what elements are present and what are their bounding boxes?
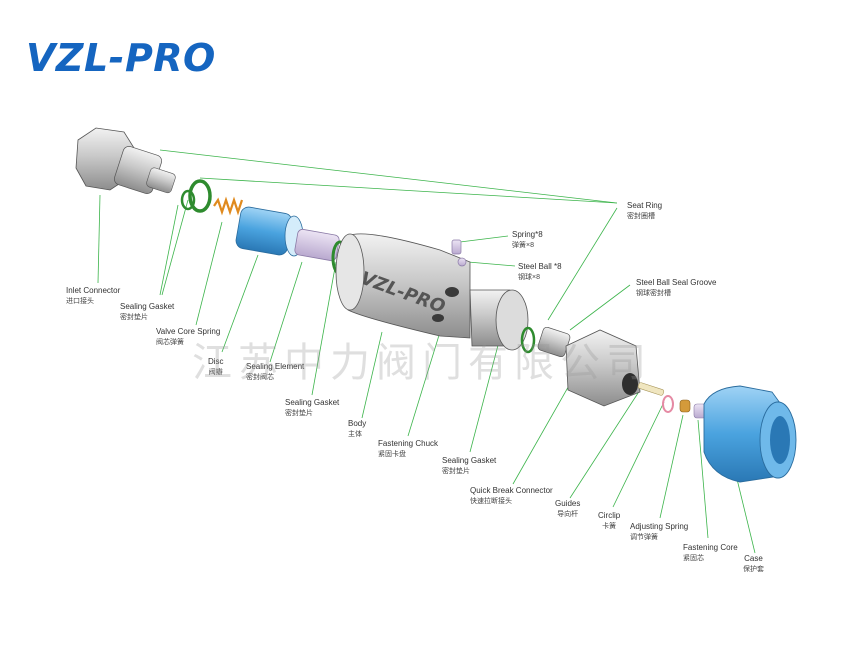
valve-core-spring-part — [213, 196, 244, 216]
leader-line — [97, 194, 101, 284]
inlet-connector-part — [75, 127, 176, 194]
quick-break-connector-part — [537, 326, 641, 407]
sealing-gasket-part — [180, 189, 196, 211]
leader-line — [697, 419, 709, 539]
leader-line — [221, 254, 259, 353]
leader-line — [311, 261, 337, 396]
leader-line — [569, 284, 631, 331]
sealing-element-part — [294, 228, 340, 262]
fastening-chuck-part — [469, 289, 529, 351]
leader-line — [612, 401, 665, 508]
leader-line — [659, 414, 684, 519]
leader-line — [569, 389, 641, 499]
spring-part — [451, 239, 462, 255]
leader-line — [159, 204, 179, 296]
leader-line — [361, 331, 383, 419]
leader-line — [199, 177, 618, 204]
leader-line — [735, 474, 756, 554]
body-part: VZL-PRO — [335, 233, 471, 339]
sealing-gasket-part — [520, 326, 536, 354]
leader-line — [195, 221, 223, 326]
leader-line — [459, 235, 509, 243]
leader-line — [512, 374, 576, 485]
leader-line — [269, 261, 303, 363]
leader-lines — [97, 149, 756, 554]
leader-line — [469, 329, 503, 453]
steel-ball-part — [457, 257, 467, 267]
adjusting-spring-part — [679, 399, 691, 413]
leader-line — [467, 261, 516, 267]
case-part — [703, 385, 797, 483]
leader-line — [547, 207, 618, 321]
circlip-part — [662, 395, 674, 413]
leader-line — [159, 149, 618, 204]
guides-part — [637, 382, 665, 396]
brand-logo: VZL-PRO — [26, 36, 216, 80]
leader-line — [407, 331, 441, 437]
seat-ring-part — [188, 179, 212, 213]
leader-line — [161, 199, 189, 296]
disc-part — [235, 206, 304, 257]
